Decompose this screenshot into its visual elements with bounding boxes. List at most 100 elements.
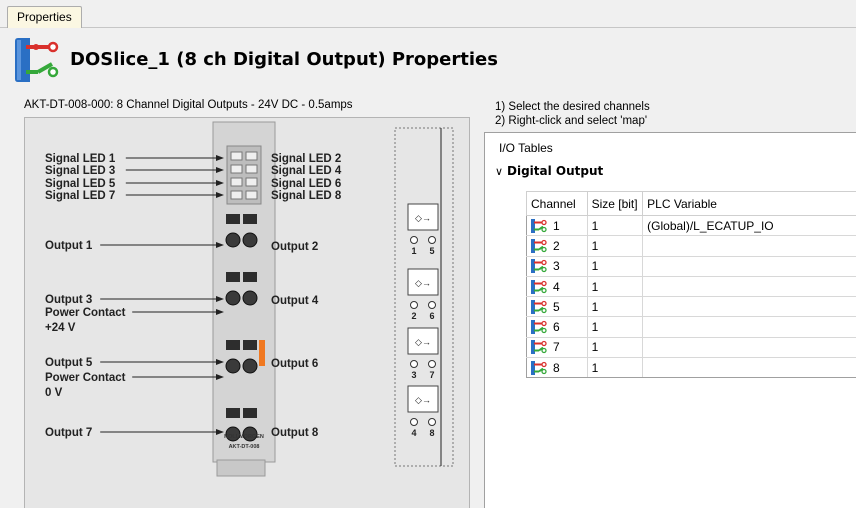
callout-arrowhead xyxy=(216,309,224,315)
channel-number: 5 xyxy=(553,299,560,314)
digital-output-section[interactable]: ∨ Digital Output xyxy=(495,163,603,179)
channel-icon xyxy=(531,320,547,335)
spring-slot xyxy=(243,340,257,350)
terminal-foot xyxy=(216,459,266,477)
spring-slot xyxy=(226,272,240,282)
channel-icon xyxy=(531,340,547,355)
channel-icon xyxy=(531,259,547,274)
plc-variable-cell[interactable] xyxy=(642,357,856,379)
plc-variable-cell[interactable] xyxy=(642,255,856,277)
channel-cell[interactable]: 1 xyxy=(526,214,588,237)
plc-variable-cell[interactable] xyxy=(642,336,856,359)
column-header-plc-variable[interactable]: PLC Variable xyxy=(642,191,856,216)
channel-cell[interactable]: 8 xyxy=(526,357,588,379)
plc-variable-cell[interactable] xyxy=(642,316,856,338)
optocoupler-block xyxy=(407,203,439,231)
channel-icon xyxy=(531,279,547,294)
terminal-screw xyxy=(225,290,241,306)
led xyxy=(230,151,243,161)
io-tables-panel: I/O Tables ∨ Digital Output Channel Size… xyxy=(484,132,856,508)
size-cell[interactable]: 1 xyxy=(586,357,644,379)
led xyxy=(230,190,243,200)
pin-label: 4 xyxy=(411,428,416,438)
channel-number: 6 xyxy=(553,320,560,335)
left-callout-label: Power Contact xyxy=(45,307,126,319)
channel-cell[interactable]: 6 xyxy=(526,316,588,338)
callout-arrowhead xyxy=(216,374,224,380)
callout-arrowhead xyxy=(216,359,224,365)
left-callout-label: Signal LED 3 xyxy=(45,165,115,177)
callout-arrowhead xyxy=(216,296,224,302)
page-title: DOSlice_1 (8 ch Digital Output) Properti… xyxy=(70,49,498,70)
left-callout-label: Signal LED 7 xyxy=(45,190,115,202)
pin-circle xyxy=(410,301,418,309)
size-cell[interactable]: 1 xyxy=(586,275,644,298)
pin-circle xyxy=(410,236,418,244)
pin-label: 1 xyxy=(411,246,416,256)
pin-label: 2 xyxy=(411,311,416,321)
channel-cell[interactable]: 5 xyxy=(526,296,588,318)
plc-variable-cell[interactable] xyxy=(642,296,856,318)
spring-slot xyxy=(226,408,240,418)
channel-cell[interactable]: 7 xyxy=(526,336,588,359)
chevron-down-icon[interactable]: ∨ xyxy=(495,164,504,178)
channel-cell[interactable]: 3 xyxy=(526,255,588,277)
optocoupler-symbol: ◇→ xyxy=(415,337,431,347)
column-header-size[interactable]: Size [bit] xyxy=(586,191,644,216)
size-cell[interactable]: 1 xyxy=(586,316,644,338)
pin-label: 8 xyxy=(429,428,434,438)
pin-circle xyxy=(410,360,418,368)
tab-strip: Properties xyxy=(0,0,856,28)
optocoupler-symbol: ◇→ xyxy=(415,213,431,223)
spring-slot xyxy=(243,408,257,418)
led xyxy=(230,164,243,174)
callout-arrowhead xyxy=(216,192,224,198)
pin-circle xyxy=(428,236,436,244)
section-label: Digital Output xyxy=(507,164,604,178)
channel-cell[interactable]: 4 xyxy=(526,275,588,298)
spring-slot xyxy=(243,214,257,224)
plc-variable-cell[interactable] xyxy=(642,235,856,257)
tab-properties[interactable]: Properties xyxy=(7,6,82,28)
instruction-1: 1) Select the desired channels xyxy=(495,101,650,113)
channel-icon xyxy=(531,299,547,314)
channel-number: 7 xyxy=(553,340,560,355)
size-cell[interactable]: 1 xyxy=(586,336,644,359)
io-tables-title: I/O Tables xyxy=(499,141,553,155)
terminal-screw xyxy=(242,358,258,374)
left-callout-label: Signal LED 5 xyxy=(45,178,116,190)
left-callout-label: Output 5 xyxy=(45,357,93,369)
left-callout-label: 0 V xyxy=(45,387,63,399)
optocoupler-symbol: ◇→ xyxy=(415,395,431,405)
size-cell[interactable]: 1 xyxy=(586,214,644,237)
terminal-screw xyxy=(225,358,241,374)
led xyxy=(245,190,258,200)
size-cell[interactable]: 1 xyxy=(586,255,644,277)
plc-variable-cell[interactable]: (Global)/L_ECATUP_IO xyxy=(642,214,856,237)
optocoupler-block xyxy=(407,327,439,355)
channel-cell[interactable]: 2 xyxy=(526,235,588,257)
pin-circle xyxy=(410,418,418,426)
column-header-channel[interactable]: Channel xyxy=(526,191,588,216)
size-cell[interactable]: 1 xyxy=(586,235,644,257)
right-callout-label: Output 6 xyxy=(271,358,318,370)
channel-icon xyxy=(531,360,547,375)
pin-label: 6 xyxy=(429,311,434,321)
schematic-outline xyxy=(394,127,454,467)
pin-circle xyxy=(428,360,436,368)
left-callout-label: Signal LED 1 xyxy=(45,153,116,165)
optocoupler-block xyxy=(407,385,439,413)
size-cell[interactable]: 1 xyxy=(586,296,644,318)
plc-variable-cell[interactable] xyxy=(642,275,856,298)
